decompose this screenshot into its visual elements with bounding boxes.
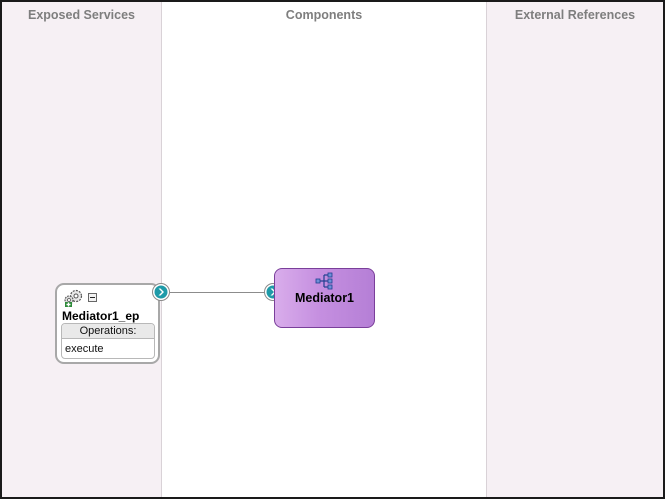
mediator-name: Mediator1 (294, 291, 355, 305)
wire-connection[interactable] (170, 292, 265, 293)
service-outbound-port[interactable] (152, 283, 170, 301)
exposed-services-title: Exposed Services (27, 8, 135, 22)
components-lane[interactable]: Components (162, 2, 486, 497)
gears-service-icon (64, 289, 83, 307)
mediator-routing-icon (315, 272, 333, 290)
service-card-mediator1-ep[interactable]: Mediator1_ep Operations: execute (55, 283, 160, 364)
components-title: Components (285, 8, 363, 22)
exposed-services-lane[interactable]: Exposed Services (2, 2, 162, 497)
operations-header: Operations: (62, 324, 154, 339)
external-references-lane[interactable]: External References (486, 2, 663, 497)
chevron-right-icon (154, 285, 168, 299)
operations-panel: Operations: execute (61, 323, 155, 359)
collapse-button[interactable] (88, 293, 97, 302)
service-name: Mediator1_ep (62, 309, 140, 323)
external-references-title: External References (514, 8, 636, 22)
operation-item[interactable]: execute (65, 343, 104, 355)
mediator-component[interactable]: Mediator1 (274, 268, 375, 328)
